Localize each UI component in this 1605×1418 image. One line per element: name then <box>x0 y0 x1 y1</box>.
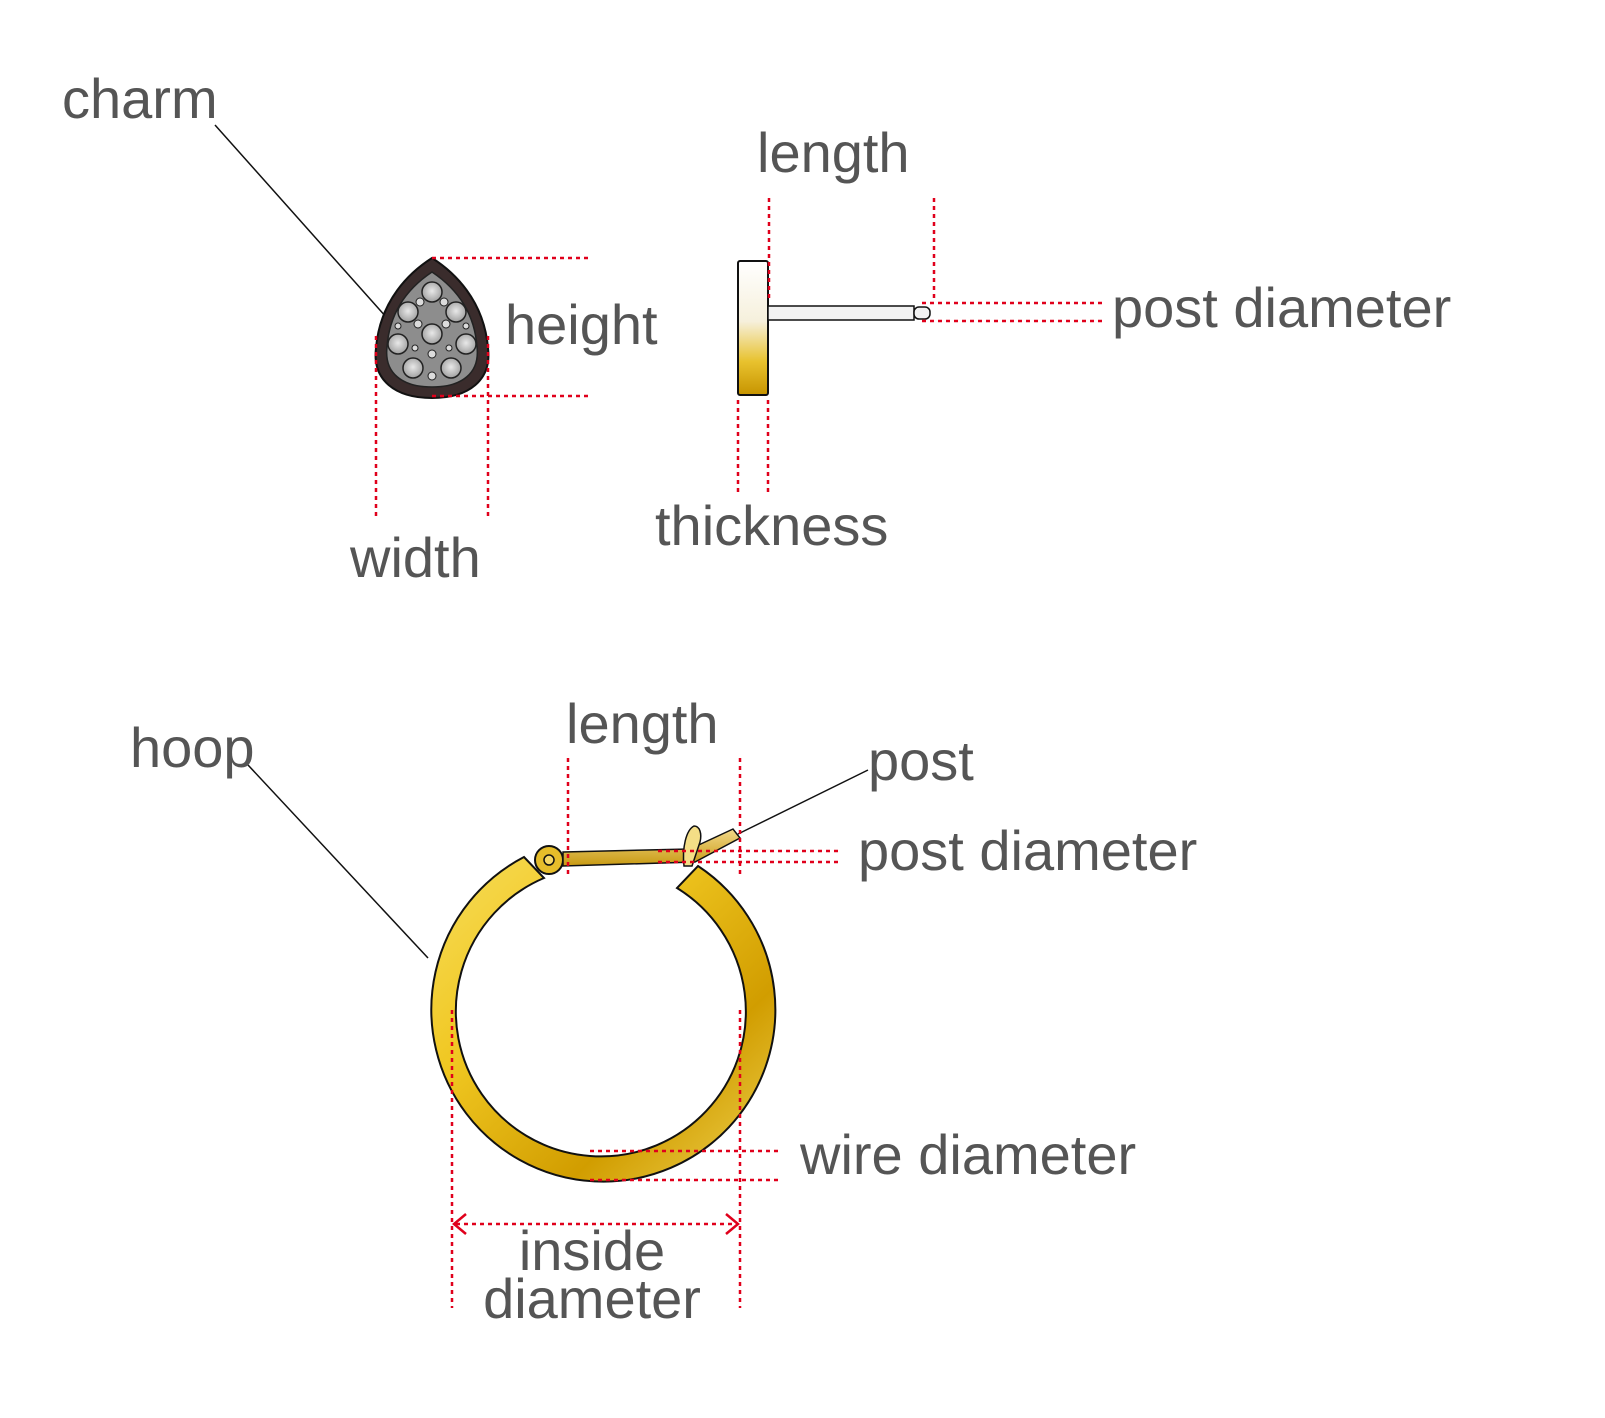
hoop-hinge-center <box>543 854 555 866</box>
charm-leader-line <box>214 124 388 319</box>
charm-small-gems <box>394 297 470 381</box>
stud-front-view: charm height width <box>62 67 658 589</box>
wire-diameter-label: wire diameter <box>799 1123 1136 1186</box>
inside-label: inside <box>519 1219 665 1282</box>
height-label: height <box>505 293 658 356</box>
hoop-catch <box>682 825 702 867</box>
hoop-post-diameter-label: post diameter <box>858 819 1197 882</box>
charm-gems <box>387 281 477 379</box>
hoop-ring <box>430 855 777 1183</box>
post-label: post <box>868 729 974 792</box>
hoop-leader-line <box>247 764 429 959</box>
stud-post-tip <box>913 306 931 320</box>
thickness-label: thickness <box>655 494 888 557</box>
inside-diameter-right-arrowhead <box>725 1213 740 1235</box>
stud-length-label: length <box>757 121 910 184</box>
width-label: width <box>349 526 481 589</box>
hoop-length-label: length <box>566 692 719 755</box>
stud-side-view: length post diameter thickness <box>655 121 1451 557</box>
charm-label: charm <box>62 67 218 130</box>
post-leader-line <box>737 769 869 835</box>
stud-post-diameter-label: post diameter <box>1112 276 1451 339</box>
stud-plate <box>737 260 769 396</box>
inside-diameter-left-arrowhead <box>452 1213 467 1235</box>
hoop-earring: hoop length post post diameter wire diam… <box>130 692 1197 1330</box>
hoop-label: hoop <box>130 716 255 779</box>
stud-post <box>767 305 915 321</box>
diameter-label: diameter <box>483 1267 701 1330</box>
hoop-post-bar <box>562 828 742 867</box>
